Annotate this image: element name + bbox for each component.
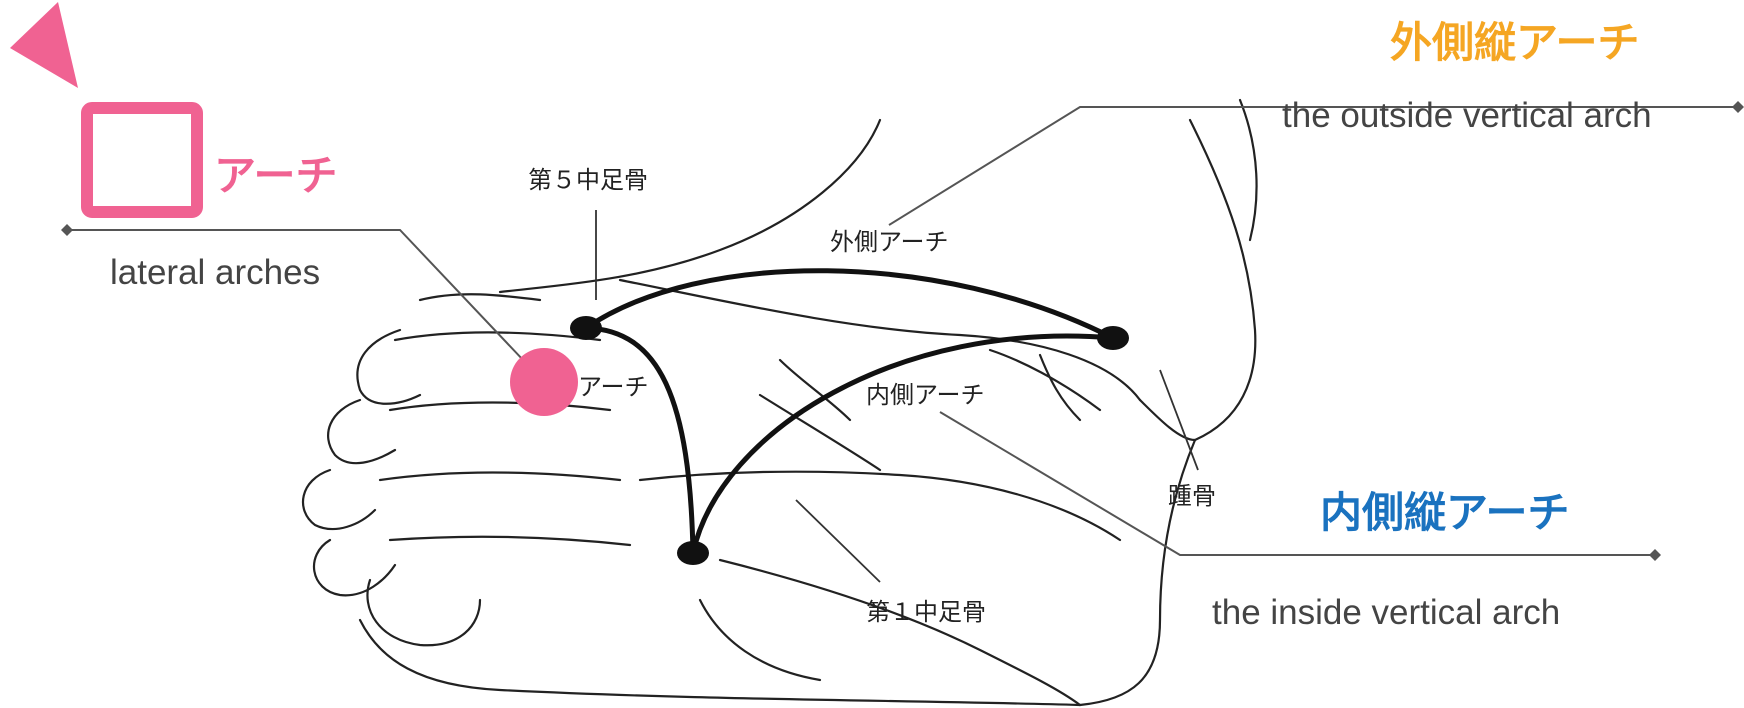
lateral-arch-english: the outside vertical arch (1282, 96, 1652, 135)
dot-marker-icon (677, 541, 709, 565)
dot-marker-icon (570, 316, 602, 340)
label-inner-arch: 内側アーチ (866, 381, 985, 409)
transverse-leader (67, 229, 543, 381)
label-calcaneus: 踵骨 (1168, 482, 1216, 510)
label-metatarsal5: 第５中足骨 (528, 166, 648, 194)
foot-illustration (301, 98, 1258, 707)
outer-arch-curve (583, 268, 1116, 341)
transverse-arch-highlight (510, 348, 578, 416)
medial-arch-english: the inside vertical arch (1212, 593, 1561, 632)
leader-end-diamonds (61, 101, 1744, 561)
square-outline-icon (81, 102, 203, 218)
bone-dots (570, 316, 1129, 565)
transverse-arch-curve (583, 325, 696, 556)
transverse-arch-heading: アーチ (214, 151, 338, 200)
dot-marker-icon (1097, 326, 1129, 350)
triangle-pointer-icon (10, 2, 78, 88)
lateral-leader (888, 106, 1740, 226)
label-outer-arch: 外側アーチ (830, 228, 949, 256)
transverse-arch-english: lateral arches (110, 253, 321, 292)
inner-arch-curve (690, 333, 1116, 556)
medial-leader (939, 411, 1655, 556)
label-metatarsal1: 第１中足骨 (866, 598, 986, 626)
lateral-arch-heading: 外側縦アーチ (1390, 18, 1640, 67)
annotation-leaders (67, 106, 1740, 556)
medial-arch-heading: 内側縦アーチ (1320, 488, 1570, 537)
anatomy-leader-lines (595, 210, 1199, 583)
label-arch: アーチ (578, 373, 649, 401)
arch-curves (583, 268, 1116, 556)
